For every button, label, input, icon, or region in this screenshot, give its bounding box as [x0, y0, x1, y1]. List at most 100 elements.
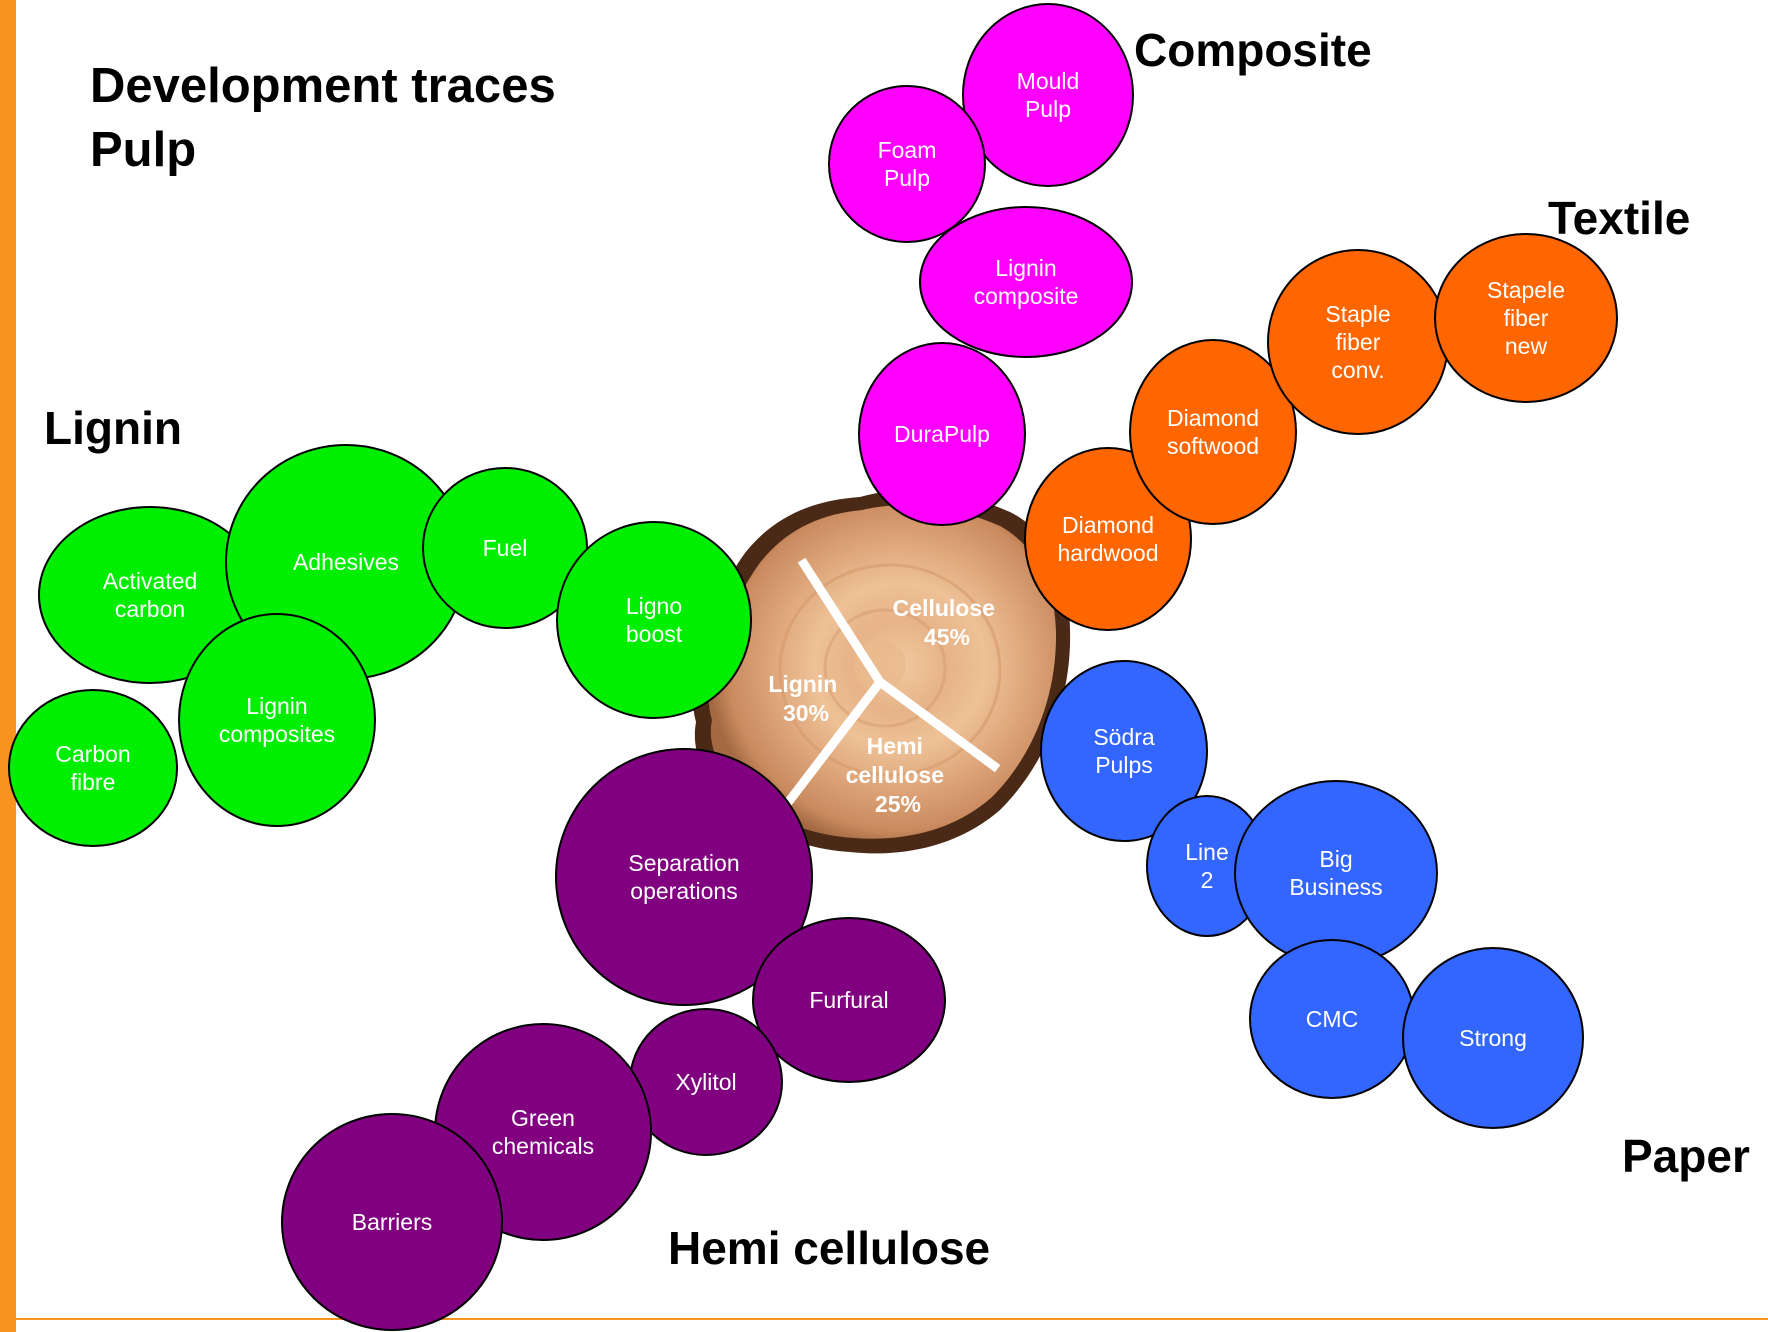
bubble-label-line: Big — [1319, 846, 1352, 872]
log-label-lignin: Lignin 30% — [768, 671, 843, 726]
bubble-label-line: Adhesives — [293, 549, 399, 575]
bubble-label-line: Pulps — [1095, 752, 1153, 778]
bubble-circle — [828, 85, 986, 243]
bubble-label-line: Fuel — [483, 535, 528, 561]
log-divider-lines — [783, 557, 1001, 807]
bubble-label-line: Lignin — [246, 693, 307, 719]
bubble-label: Furfural — [809, 987, 888, 1013]
bubble-label-line: softwood — [1167, 433, 1259, 459]
bubble-label-line: Activated — [103, 568, 198, 594]
bubble-circle — [1040, 660, 1208, 842]
bubble-label-line: Mould — [1017, 68, 1080, 94]
bubble-circle — [1234, 780, 1438, 966]
bubble-fuel: Fuel — [422, 467, 588, 629]
bubble-label-line: Xylitol — [675, 1069, 736, 1095]
bubble-label: Adhesives — [293, 549, 399, 575]
bubble-cmc: CMC — [1249, 939, 1415, 1099]
bubble-label-line: composites — [219, 721, 335, 747]
bubble-circle — [858, 342, 1026, 526]
bubble-durapulp: DuraPulp — [858, 342, 1026, 526]
bubble-label-line: Diamond — [1062, 512, 1154, 538]
log-label-cellulose: Cellulose 45% — [893, 595, 1002, 650]
bubble-label-line: Staple — [1325, 301, 1390, 327]
bubble-label-line: operations — [630, 878, 737, 904]
title-line-1: Development traces — [90, 59, 556, 113]
bubble-circle — [1402, 947, 1584, 1129]
bubble-label-line: Pulp — [884, 165, 930, 191]
bubble-label-line: Furfural — [809, 987, 888, 1013]
bubble-label: Xylitol — [675, 1069, 736, 1095]
bubble-xylitol: Xylitol — [629, 1008, 783, 1156]
left-accent-bar — [0, 0, 16, 1332]
bubble-circle — [281, 1113, 503, 1331]
bubble-label-line: Pulp — [1025, 96, 1071, 122]
bubble-label-line: 2 — [1201, 867, 1214, 893]
bubble-label-line: CMC — [1306, 1006, 1358, 1032]
bubble-label-line: chemicals — [492, 1133, 594, 1159]
bubble-circle — [962, 3, 1134, 187]
title-line-2: Pulp — [90, 123, 197, 177]
bubble-label-line: Carbon — [55, 741, 130, 767]
bubble-label: DuraPulp — [894, 421, 990, 447]
bubble-label-line: Strong — [1459, 1025, 1527, 1051]
bubble-label-line: Separation — [628, 850, 739, 876]
bubble-label-line: composite — [974, 283, 1079, 309]
bubble-label-line: Södra — [1093, 724, 1155, 750]
category-label-paper: Paper — [1622, 1130, 1750, 1182]
bubble-label-line: carbon — [115, 596, 185, 622]
bubble-label-line: Foam — [878, 137, 937, 163]
bubble-circle — [556, 521, 752, 719]
category-label-composite: Composite — [1134, 24, 1372, 76]
bubble-label: Fuel — [483, 535, 528, 561]
bubble-circle — [919, 206, 1133, 358]
bubble-circle — [752, 917, 946, 1083]
bubble-barriers: Barriers — [281, 1113, 503, 1331]
bubble-circle — [8, 689, 178, 847]
bubble-circle — [555, 748, 813, 1006]
bubble-strong: Strong — [1402, 947, 1584, 1129]
log-label-hemicellulose: Hemi cellulose 25% — [846, 733, 951, 817]
bubble-label-line: fibre — [71, 769, 116, 795]
bubble-label-line: fiber — [1336, 329, 1381, 355]
bubble-label-line: hardwood — [1057, 540, 1158, 566]
bubble-circle — [1024, 447, 1192, 631]
bubble-circle — [1434, 233, 1618, 403]
bubble-label-line: conv. — [1331, 357, 1384, 383]
bubble-furfural: Furfural — [752, 917, 946, 1083]
bubble-circle — [178, 613, 376, 827]
bubble-label-line: Barriers — [352, 1209, 433, 1235]
page-title: Development traces Pulp — [90, 54, 556, 182]
bubble-label-line: Ligno — [626, 593, 682, 619]
bottom-rule — [16, 1318, 1768, 1320]
bubble-label-line: new — [1505, 333, 1548, 359]
bubble-label: Barriers — [352, 1209, 433, 1235]
bubble-circle — [1129, 339, 1297, 525]
bubble-label-line: Stapele — [1487, 277, 1565, 303]
bubble-label-line: Business — [1289, 874, 1382, 900]
